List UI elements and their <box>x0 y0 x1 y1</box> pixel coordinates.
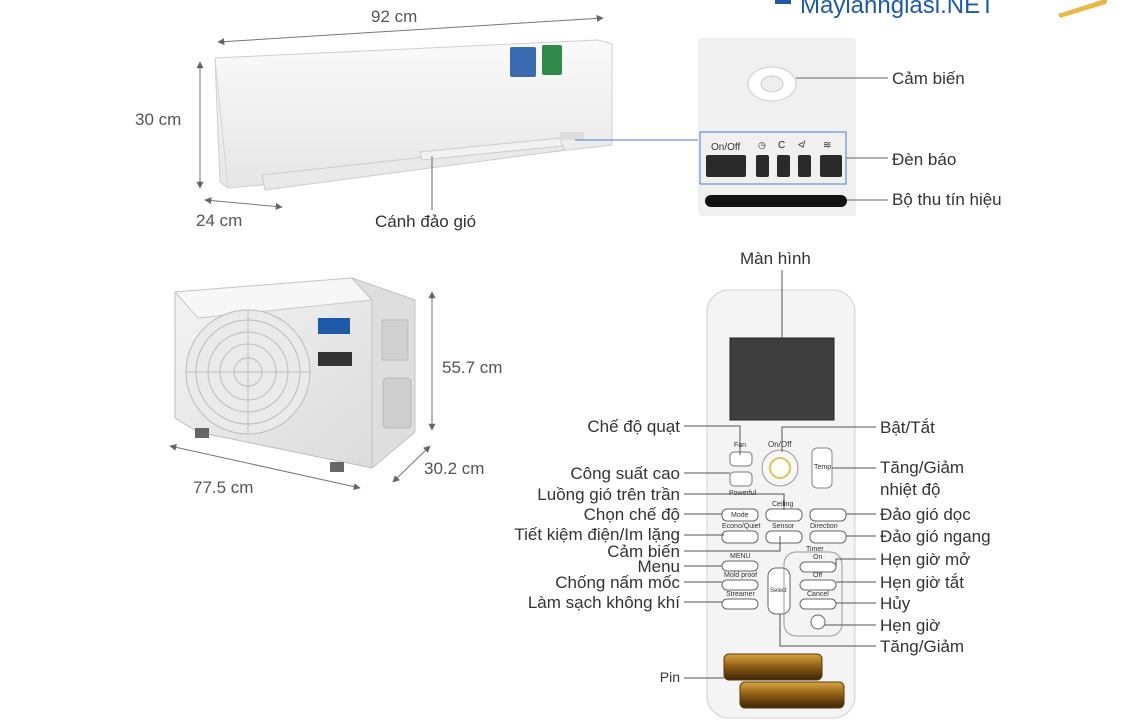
cancel-label: Hủy <box>880 594 911 613</box>
menu-label: Menu <box>637 557 680 576</box>
screen-label: Màn hình <box>740 249 811 268</box>
up-down-label: Tăng/Giảm <box>880 637 965 656</box>
direction-button-label: Direction <box>810 523 838 530</box>
remote-onoff-label: On/Off <box>768 440 792 449</box>
dim-line-outdoor-depth <box>392 445 431 483</box>
remote-right-leaders <box>779 270 876 647</box>
dim-line-depth <box>204 197 283 210</box>
remote-sensor-label: Cảm biến <box>607 542 680 561</box>
power-label: Bật/Tắt <box>880 418 935 437</box>
brand-logo: Maylanhgiasi.NET <box>800 0 995 20</box>
brand-text: Maylanhgiasi.NET <box>800 0 995 19</box>
temp-label-line2: nhiệt độ <box>880 480 941 499</box>
remote-left-leaders <box>684 425 785 679</box>
outdoor-width-label: 77.5 cm <box>193 478 254 497</box>
indoor-width-label: 92 cm <box>371 7 418 26</box>
ceiling-airflow-label: Luồng gió trên trần <box>537 485 680 504</box>
svg-text:≮: ≮ <box>798 139 806 151</box>
indoor-height-label: 30 cm <box>135 110 182 129</box>
brand-logo-mark <box>775 0 1108 18</box>
on-button-label: On <box>813 554 823 561</box>
outdoor-unit <box>173 277 416 472</box>
mold-proof-label: Chống nấm mốc <box>555 573 680 592</box>
sensor-button-label: Sensor <box>772 523 795 530</box>
panel-receiver-label: Bộ thu tín hiệu <box>892 190 1002 209</box>
outdoor-height-label: 55.7 cm <box>442 358 503 377</box>
svg-text:C: C <box>778 140 785 151</box>
cancel-button-label: Cancel <box>807 591 829 598</box>
panel-onoff-label: On/Off <box>711 142 741 153</box>
streamer-button-label: Streamer <box>726 591 755 598</box>
econo-quiet-label: Tiết kiệm điện/Im lặng <box>514 525 680 544</box>
battery-label: Pin <box>659 669 680 685</box>
display-panel: ◷ C ≮ ≋ <box>698 38 856 216</box>
indoor-depth-label: 24 cm <box>196 211 243 230</box>
indoor-unit <box>214 39 613 191</box>
fan-mode-label: Chế độ quạt <box>587 417 680 436</box>
powerful-button-label: Powerful <box>729 490 757 497</box>
timer-label: Hẹn giờ <box>880 616 941 635</box>
mode-button-label: Mode <box>731 512 749 519</box>
mode-select-label: Chọn chế độ <box>583 505 680 524</box>
outdoor-depth-label: 30.2 cm <box>424 459 485 478</box>
dim-line-outdoor-width <box>169 443 361 491</box>
dim-line-width <box>217 14 604 46</box>
svg-text:◷: ◷ <box>758 140 766 150</box>
horizontal-swing-label: Đảo gió ngang <box>880 527 991 546</box>
svg-text:≋: ≋ <box>823 140 831 151</box>
panel-indicator-label: Đèn báo <box>892 150 957 169</box>
timer-off-label: Hẹn giờ tắt <box>880 573 964 592</box>
fan-button-label: Fan <box>734 442 747 449</box>
menu-button-label: MENU <box>730 553 751 560</box>
ceiling-button-label: Ceiling <box>772 501 794 508</box>
mold-button-label: Mold proof <box>724 572 758 579</box>
temp-button-label: Temp <box>814 464 832 471</box>
off-button-label: Off <box>813 572 823 579</box>
panel-sensor-label: Cảm biến <box>892 69 965 88</box>
vertical-swing-label: Đảo gió dọc <box>880 505 971 524</box>
econo-button-label: Econo/Quiet <box>722 523 761 530</box>
remote-control <box>706 289 856 719</box>
louver-label: Cánh đảo gió <box>375 212 477 231</box>
temp-label-line1: Tăng/Giảm <box>880 458 965 477</box>
air-purify-label: Làm sạch không khí <box>527 593 680 612</box>
timer-button-label: Timer <box>806 546 824 553</box>
powerful-label: Công suất cao <box>570 464 680 483</box>
select-button-label: Select <box>770 588 787 594</box>
timer-on-label: Hẹn giờ mở <box>880 550 971 569</box>
